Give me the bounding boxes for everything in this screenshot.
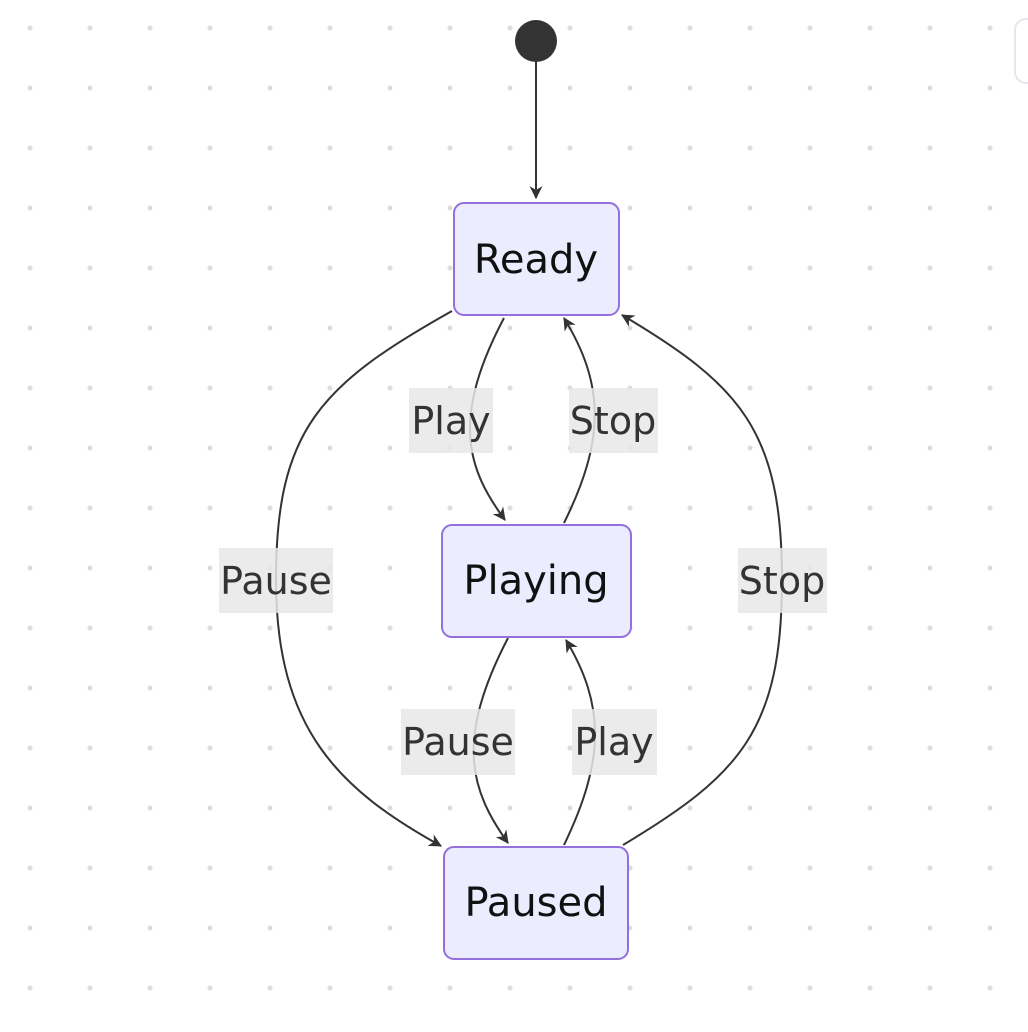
edge-label-text: Stop: [739, 559, 825, 603]
state-ready: Ready: [453, 202, 620, 316]
edge-label-ready-to-playing: Play: [409, 388, 493, 453]
edge-label-text: Pause: [220, 559, 332, 603]
state-playing-label: Playing: [463, 558, 608, 604]
initial-state-marker: [515, 20, 557, 62]
state-ready-label: Ready: [474, 237, 598, 283]
edge-label-ready-to-paused: Pause: [219, 548, 333, 613]
side-panel-edge: [1014, 18, 1028, 84]
state-paused-label: Paused: [464, 880, 607, 926]
edge-label-playing-to-paused: Pause: [401, 709, 515, 775]
edge-label-text: Play: [411, 399, 490, 443]
edge-label-paused-to-playing: Play: [572, 709, 657, 775]
edge-label-text: Play: [574, 720, 653, 764]
edge-label-playing-to-ready: Stop: [569, 388, 658, 453]
edge-label-text: Stop: [570, 399, 656, 443]
edge-label-text: Pause: [402, 720, 514, 764]
state-paused: Paused: [443, 846, 629, 960]
edge-label-paused-to-ready: Stop: [738, 548, 827, 613]
state-playing: Playing: [441, 524, 632, 638]
